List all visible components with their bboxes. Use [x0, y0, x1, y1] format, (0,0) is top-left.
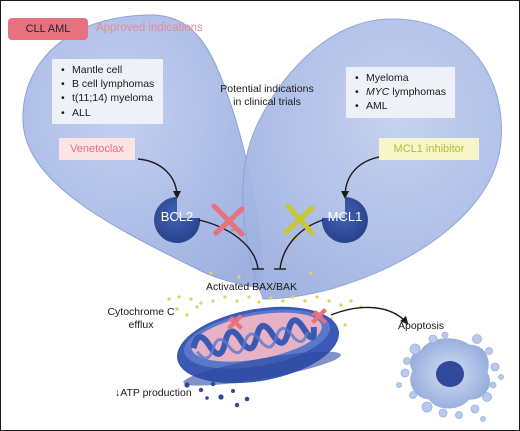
bcl2-inhibition-line — [198, 219, 259, 270]
venetoclax-box: Venetoclax — [59, 138, 135, 160]
indication-item: ALL — [61, 106, 154, 120]
apoptotic-cell — [410, 338, 491, 409]
mcl1-label: MCL1 — [327, 209, 363, 224]
indication-item: Mantle cell — [61, 63, 154, 77]
activated-bax-bak-label: Activated BAX/BAK — [206, 281, 298, 293]
indication-item: MYC lymphomas — [355, 85, 446, 99]
indication-item: B cell lymphomas — [61, 77, 154, 91]
mcl1-inhibitor-box: MCL1 inhibitor — [379, 138, 479, 160]
mcl1-inhibitor-block-mark — [283, 203, 315, 236]
potential-indications-label: Potential indications in clinical trials — [220, 83, 314, 108]
mcl1-node — [321, 197, 368, 243]
venetoclax-block-mark — [211, 203, 245, 237]
apoptotic-blebs — [396, 331, 504, 422]
right-indications-box: Myeloma MYC lymphomas AML — [346, 67, 455, 118]
venetoclax-arrow — [137, 158, 181, 199]
indication-item: t(11;14) myeloma — [61, 91, 154, 105]
atp-production-label: ↓ATP production — [115, 387, 192, 399]
mitochondrion-pores — [227, 308, 327, 330]
indication-item: AML — [355, 99, 446, 113]
mitochondrion — [177, 306, 341, 386]
cytochrome-dots — [167, 271, 363, 338]
approved-indications-label: Approved indications — [96, 22, 203, 34]
apoptosis-arrow — [330, 306, 409, 325]
approved-legend-chip: CLL AML — [8, 18, 88, 40]
mcl1-inhibitor-arrow — [341, 155, 386, 199]
mcl1-inhibition-line — [279, 219, 324, 270]
apoptosis-label: Apoptosis — [398, 320, 445, 332]
left-indications-box: Mantle cell B cell lymphomas t(11;14) my… — [52, 59, 164, 124]
atp-dots — [184, 381, 250, 408]
indication-item: Myeloma — [355, 71, 446, 85]
bcl2-node — [154, 197, 201, 243]
bcl2-label: BCL2 — [160, 209, 194, 224]
cytochrome-c-label: Cytochrome C efflux — [107, 306, 175, 331]
